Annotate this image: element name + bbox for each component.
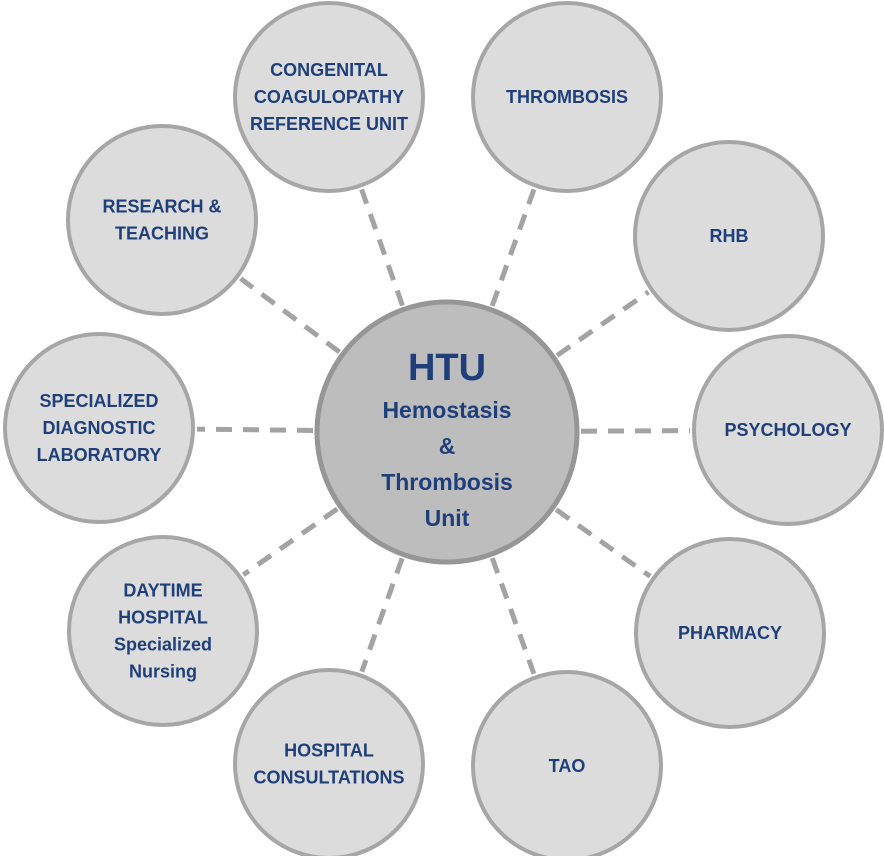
- connector-psychology: [580, 428, 691, 434]
- node-specialized-diagnostic-laboratory: SPECIALIZED DIAGNOSTIC LABORATORY: [3, 332, 195, 524]
- node-label-research-teaching-line-1: RESEARCH &: [102, 197, 221, 217]
- node-label-congenital-coagulopathy-reference-unit-line-1: CONGENITAL: [270, 60, 388, 80]
- hub-subtitle-line-4: Unit: [425, 505, 470, 531]
- node-label-hospital-consultations-line-2: CONSULTATIONS: [254, 768, 405, 788]
- node-congenital-coagulopathy-reference-unit: CONGENITAL COAGULOPATHY REFERENCE UNIT: [233, 1, 425, 193]
- node-circle-hospital-consultations: [233, 668, 425, 856]
- node-label-tao-line-1: TAO: [549, 756, 586, 776]
- node-circle-daytime-hospital-specialized-nursing: [67, 535, 259, 727]
- node-circle-rhb: [633, 140, 825, 332]
- node-label-specialized-diagnostic-laboratory-line-1: SPECIALIZED: [39, 391, 158, 411]
- node-label-daytime-hospital-specialized-nursing-line-2: HOSPITAL: [118, 608, 208, 628]
- hub-subtitle-line-3: Thrombosis: [381, 469, 513, 495]
- connector-congenital-coagulopathy-reference-unit: [359, 188, 405, 307]
- node-label-congenital-coagulopathy-reference-unit-line-2: COAGULOPATHY: [254, 87, 404, 107]
- node-thrombosis: THROMBOSIS: [471, 1, 663, 193]
- node-circle-specialized-diagnostic-laboratory: [3, 332, 195, 524]
- node-label-pharmacy-line-1: PHARMACY: [678, 623, 782, 643]
- connector-rhb: [555, 289, 650, 358]
- connector-pharmacy: [554, 507, 652, 579]
- node-circle-thrombosis: [471, 1, 663, 193]
- node-hospital-consultations: HOSPITAL CONSULTATIONS: [233, 668, 425, 856]
- hub-circle: [314, 299, 580, 565]
- node-pharmacy: PHARMACY: [634, 537, 826, 729]
- connector-thrombosis: [489, 188, 537, 307]
- node-circle-congenital-coagulopathy-reference-unit: [233, 1, 425, 193]
- node-label-psychology-line-1: PSYCHOLOGY: [724, 420, 851, 440]
- node-circle-pharmacy: [634, 537, 826, 729]
- node-psychology: PSYCHOLOGY: [692, 334, 884, 526]
- node-label-congenital-coagulopathy-reference-unit-line-3: REFERENCE UNIT: [250, 114, 408, 134]
- node-label-daytime-hospital-specialized-nursing-line-1: DAYTIME: [123, 581, 202, 601]
- node-label-thrombosis-line-1: THROMBOSIS: [506, 87, 628, 107]
- node-label-rhb-line-1: RHB: [710, 226, 749, 246]
- node-label-specialized-diagnostic-laboratory-line-3: LABORATORY: [37, 445, 162, 465]
- hub-node: HTU Hemostasis & Thrombosis Unit: [314, 299, 580, 565]
- node-label-daytime-hospital-specialized-nursing-line-3: Specialized: [114, 635, 212, 655]
- satellite-nodes: CONGENITAL COAGULOPATHY REFERENCE UNIT THRO…: [3, 1, 884, 856]
- node-tao: TAO: [471, 670, 663, 856]
- connector-tao: [489, 557, 537, 675]
- connector-research-teaching: [239, 276, 341, 355]
- connector-daytime-hospital-specialized-nursing: [241, 506, 339, 577]
- node-circle-research-teaching: [66, 124, 258, 316]
- hub-subtitle-line-2: &: [439, 433, 456, 459]
- node-label-research-teaching-line-2: TEACHING: [115, 224, 209, 244]
- hub-subtitle-line-1: Hemostasis: [382, 397, 511, 423]
- connector-specialized-diagnostic-laboratory: [196, 426, 314, 433]
- node-label-daytime-hospital-specialized-nursing-line-4: Nursing: [129, 662, 197, 682]
- node-circle-psychology: [692, 334, 884, 526]
- node-label-hospital-consultations-line-1: HOSPITAL: [284, 741, 374, 761]
- node-research-teaching: RESEARCH & TEACHING: [66, 124, 258, 316]
- connectors: [196, 188, 691, 675]
- node-rhb: RHB: [633, 140, 825, 332]
- node-circle-tao: [471, 670, 663, 856]
- node-label-specialized-diagnostic-laboratory-line-2: DIAGNOSTIC: [42, 418, 155, 438]
- hub-title: HTU: [408, 347, 486, 389]
- connector-hospital-consultations: [359, 557, 405, 673]
